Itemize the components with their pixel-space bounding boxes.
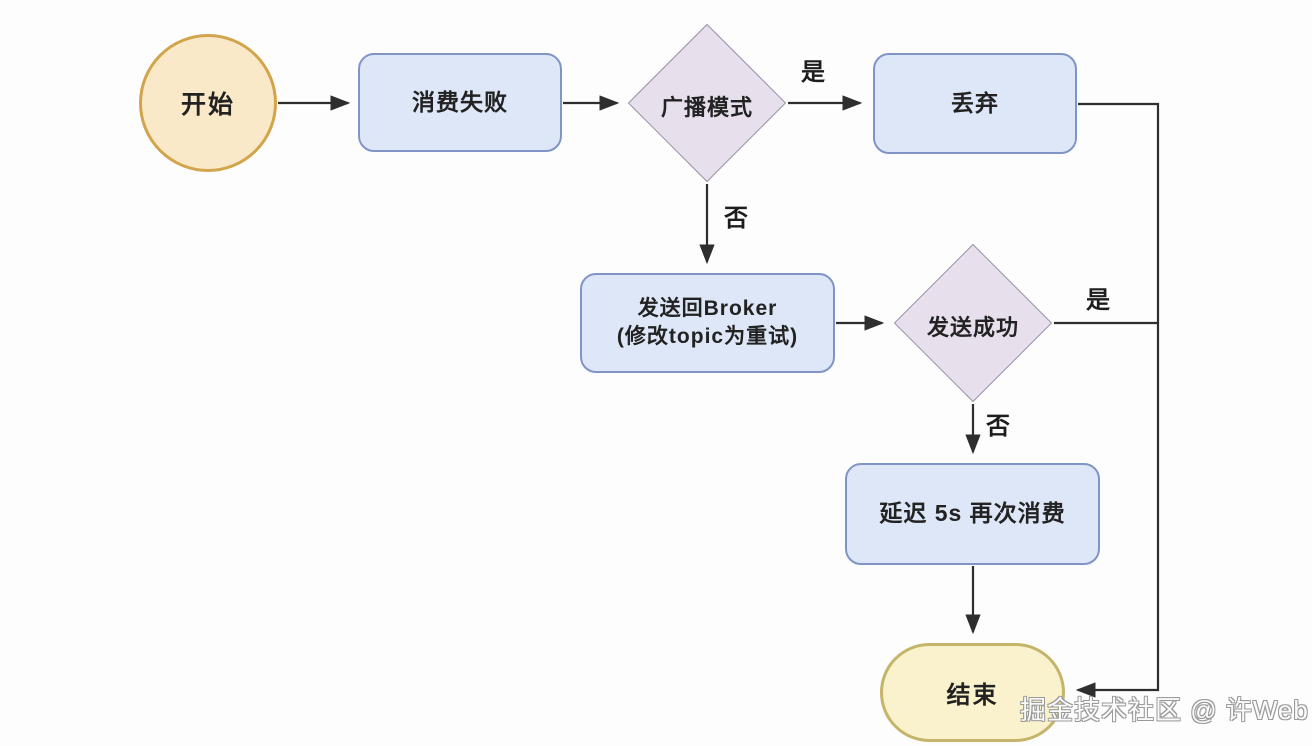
node-broadcast-mode-label: 广播模式 xyxy=(660,95,753,120)
node-send-success-label: 发送成功 xyxy=(926,315,1019,340)
node-send-back-broker: 发送回Broker (修改topic为重试) xyxy=(580,273,835,373)
node-start: 开始 xyxy=(139,34,277,172)
node-end: 结束 xyxy=(880,643,1065,742)
node-consume-fail: 消费失败 xyxy=(358,53,562,152)
edge-label-send-yes: 是 xyxy=(1086,287,1110,314)
watermark: 掘金技术社区 @ 许Web xyxy=(1020,695,1309,725)
edge-label-broadcast-yes: 是 xyxy=(801,59,825,86)
edge-label-broadcast-no: 否 xyxy=(724,205,748,232)
send-back-broker-line2: (修改topic为重试) xyxy=(616,325,799,348)
node-delay-retry: 延迟 5s 再次消费 xyxy=(845,463,1100,565)
edge-label-send-no: 否 xyxy=(986,413,1010,440)
node-discard: 丢弃 xyxy=(873,53,1077,154)
edge-discard-to-end xyxy=(1075,102,1160,698)
send-back-broker-line1: 发送回Broker xyxy=(637,296,778,320)
